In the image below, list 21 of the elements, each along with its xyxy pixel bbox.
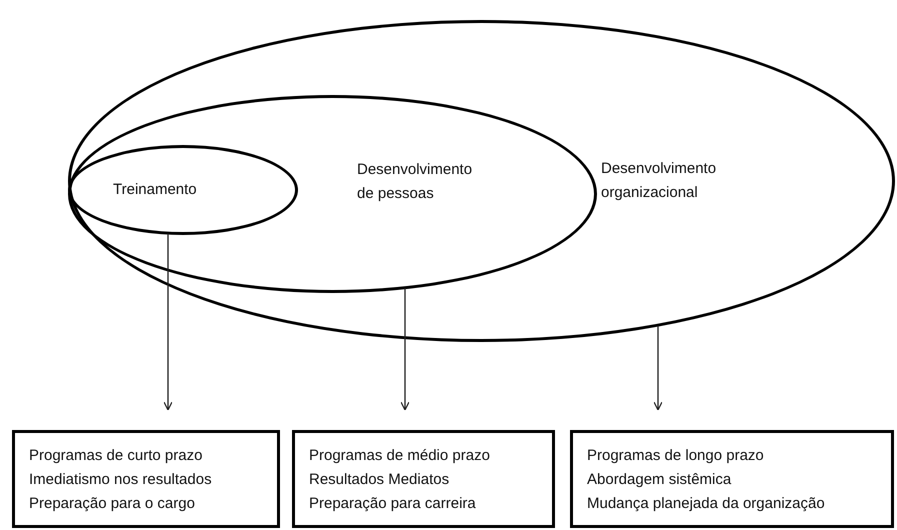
box-text: Abordagem sistêmica <box>587 470 732 490</box>
box-text: Programas de médio prazo <box>309 446 491 466</box>
arrow <box>163 234 173 411</box>
box-text: Programas de curto prazo <box>29 446 204 466</box>
ellipse-label: Treinamento <box>113 180 198 200</box>
text-box <box>12 430 280 528</box>
arrow <box>653 326 663 411</box>
box-text: Preparação para o cargo <box>29 494 196 514</box>
box-text: Mudança planejada da organização <box>587 494 826 514</box>
text-box <box>570 430 894 528</box>
ellipse-label: Desenvolvimento organizacional <box>601 159 718 203</box>
ellipse <box>68 145 298 235</box>
box-text: Resultados Mediatos <box>309 470 450 490</box>
box-text: Preparação para carreira <box>309 494 477 514</box>
ellipse <box>68 95 597 293</box>
arrow <box>400 288 410 411</box>
text-box <box>292 430 555 528</box>
ellipse <box>68 20 895 342</box>
box-text: Programas de longo prazo <box>587 446 765 466</box>
ellipse-label: Desenvolvimento de pessoas <box>357 160 474 204</box>
box-text: Imediatismo nos resultados <box>29 470 213 490</box>
